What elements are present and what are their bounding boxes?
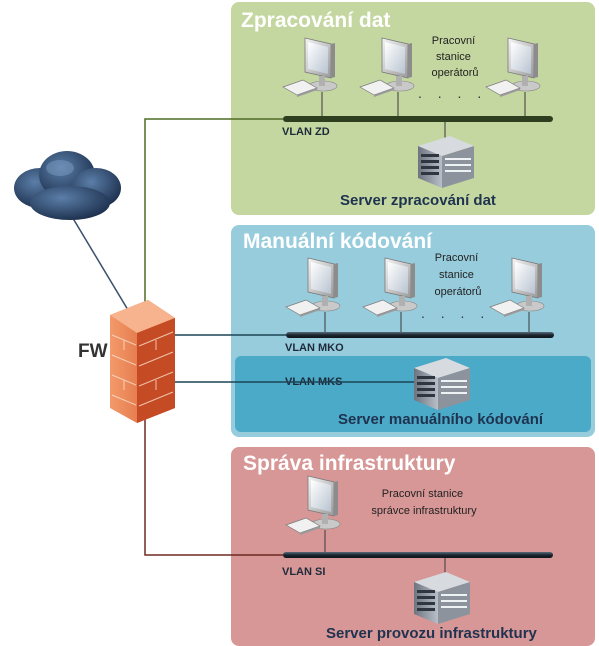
zone-infrastructure: Správa infrastruktury Pracovní stanice s…: [231, 447, 595, 646]
firewall-icon[interactable]: [110, 300, 175, 423]
workstations-label-line-3: operátorů: [434, 286, 481, 298]
vlan-si-label: VLAN SI: [282, 566, 325, 578]
workstations-label-line-1: Pracovní: [432, 35, 475, 47]
admin-workstation-label: Pracovní stanice správce infrastruktury: [371, 488, 477, 517]
connections: [67, 118, 414, 556]
workstations-label-line-3: operátorů: [431, 67, 478, 79]
workstations-label-line-2: stanice: [436, 51, 471, 63]
workstations-label-line-1: Pracovní: [435, 252, 478, 264]
server-data-processing-label: Server zpracování dat: [340, 192, 496, 209]
server-infrastructure-label: Server provozu infrastruktury: [326, 625, 538, 642]
more-dots: . . . .: [418, 85, 487, 101]
zone-manual-coding-title: Manuální kódování: [243, 230, 433, 253]
zone-manual-coding-server-area: [235, 356, 591, 432]
admin-workstation-label-line-2: správce infrastruktury: [371, 505, 477, 517]
vlan-mko-label: VLAN MKO: [285, 342, 344, 354]
more-dots: . . . .: [421, 305, 490, 321]
workstations-label: Pracovní stanice operátorů: [431, 35, 478, 79]
link-fw-zd: [144, 118, 283, 312]
cloud-icon: [14, 151, 121, 220]
server-icon[interactable]: [414, 358, 470, 410]
server-icon[interactable]: [418, 136, 474, 188]
server-icon[interactable]: [414, 572, 470, 624]
server-manual-coding-label: Server manuálního kódování: [338, 411, 544, 428]
link-fw-si: [144, 400, 283, 556]
firewall-label: FW: [78, 341, 108, 362]
zone-data-processing-background: [231, 2, 595, 215]
zone-manual-coding: Manuální kódování Pracovní stanice operá…: [231, 225, 595, 437]
vlan-zd-bus: [283, 116, 553, 122]
vlan-si-bus: [283, 552, 553, 558]
vlan-zd-label: VLAN ZD: [282, 126, 330, 138]
admin-workstation-label-line-1: Pracovní stanice: [382, 488, 463, 500]
workstations-label-line-2: stanice: [439, 269, 474, 281]
zone-infrastructure-title: Správa infrastruktury: [243, 452, 456, 475]
zone-data-processing: Zpracování dat Pracovní stanice operátor…: [231, 2, 595, 215]
link-internet-fw: [67, 209, 129, 311]
workstations-label: Pracovní stanice operátorů: [434, 252, 481, 298]
zone-infrastructure-background: [231, 447, 595, 646]
zone-data-processing-title: Zpracování dat: [241, 9, 390, 32]
vlan-mko-bus: [286, 332, 554, 338]
